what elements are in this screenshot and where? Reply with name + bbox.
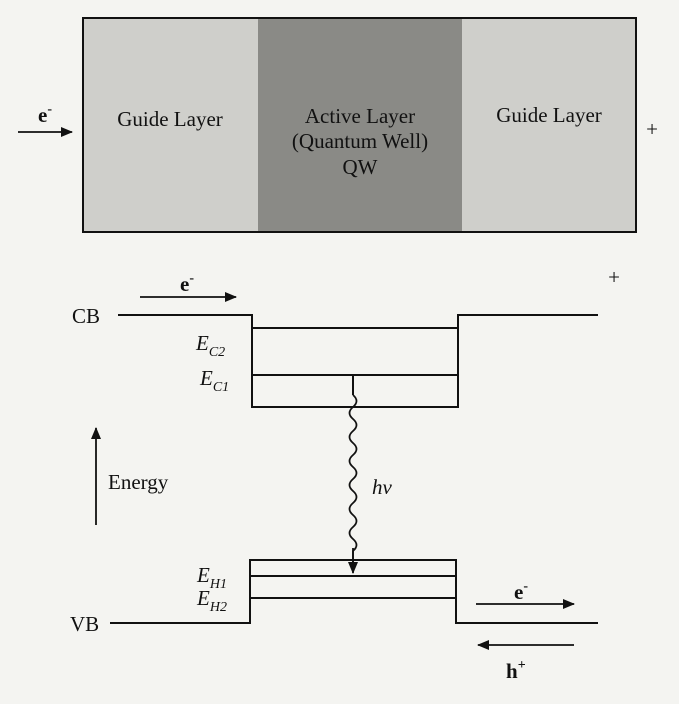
photon-label: hν	[372, 475, 393, 499]
ec2-main: E	[195, 331, 209, 355]
ec2-label: EC2	[195, 331, 225, 360]
band-labels: e- + CB VB EC2 EC1 EH1 EH2 hν Energy e- …	[70, 265, 620, 683]
top-electron-superscript: -	[47, 102, 52, 117]
ec1-subscript: C1	[213, 380, 229, 395]
layer-structure: Guide Layer Active Layer (Quantum Well) …	[18, 17, 658, 233]
layer-stack-outline	[82, 17, 637, 233]
ec1-label: EC1	[199, 366, 229, 395]
hole-superscript: +	[518, 658, 526, 673]
conduction-band-edge	[118, 314, 598, 408]
ec1-main: E	[199, 366, 213, 390]
eh1-label: EH1	[196, 563, 227, 592]
right-guide-layer-label: Guide Layer	[496, 103, 602, 127]
vb-electron-symbol: e	[514, 580, 523, 604]
vb-label: VB	[70, 612, 99, 636]
cb-electron-symbol: e	[180, 272, 189, 296]
photon-wavy-line	[348, 394, 358, 565]
right-guide-layer	[462, 18, 636, 232]
cb-electron-superscript: -	[189, 271, 194, 286]
left-guide-layer-label: Guide Layer	[117, 107, 223, 131]
top-plus-sign: +	[646, 117, 658, 141]
top-electron-symbol: e	[38, 103, 47, 127]
eh2-subscript: H2	[209, 600, 227, 615]
top-electron-label: e-	[38, 102, 52, 127]
eh2-main: E	[196, 586, 210, 610]
ec2-subscript: C2	[209, 345, 225, 360]
hole-symbol: h	[506, 659, 518, 683]
eh1-subscript: H1	[209, 577, 227, 592]
cb-electron-label: e-	[180, 271, 194, 296]
active-layer-quantum-well	[258, 18, 462, 232]
cb-label: CB	[72, 304, 100, 328]
energy-label: Energy	[108, 470, 169, 494]
eh1-main: E	[196, 563, 210, 587]
band-plus-sign: +	[608, 265, 620, 289]
left-guide-layer	[83, 18, 258, 232]
eh2-label: EH2	[196, 586, 227, 615]
qw-label: QW	[343, 155, 378, 179]
active-layer-label: Active Layer	[305, 104, 415, 128]
vb-electron-superscript: -	[523, 579, 528, 594]
vb-electron-label: e-	[514, 579, 528, 604]
quantum-well-label: (Quantum Well)	[292, 129, 428, 153]
band-diagram	[91, 292, 598, 650]
hole-label: h+	[506, 658, 526, 683]
